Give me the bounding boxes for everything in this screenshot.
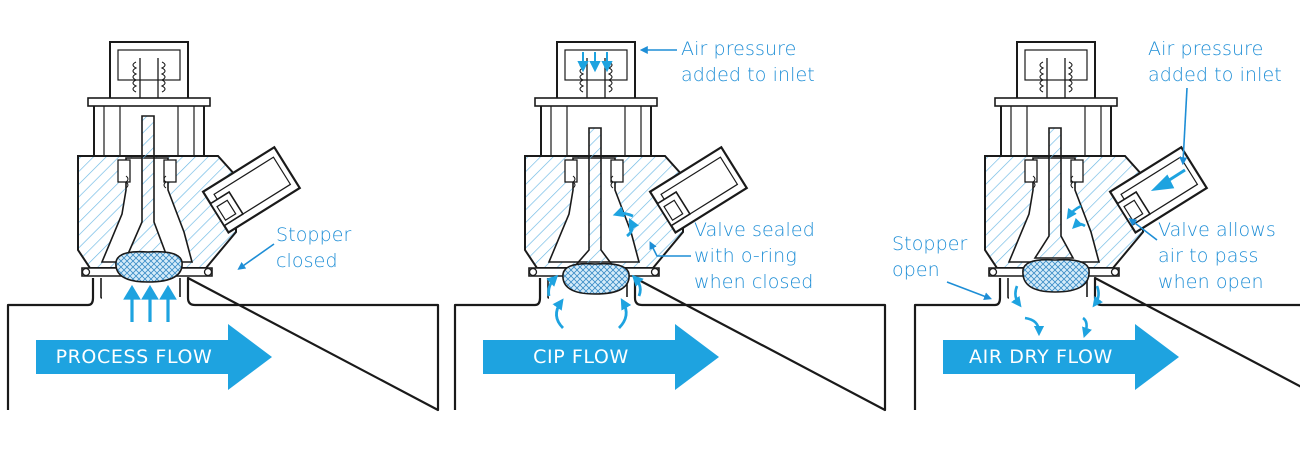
stopper-closed-label: Stopper closed [276, 222, 351, 274]
panel-process [6, 40, 440, 412]
label-line: Air pressure [1148, 38, 1264, 60]
airdry-air-pressure-label: Air pressure added to inlet [1148, 36, 1282, 88]
cip-flow-label: CIP FLOW [533, 346, 629, 368]
label-line: open [892, 259, 940, 281]
label-line: Valve allows [1158, 219, 1276, 241]
label-line: added to inlet [681, 64, 815, 86]
label-line: with o-ring [694, 245, 797, 267]
panel-cip [453, 40, 887, 412]
valve-sealed-label: Valve sealed with o-ring when closed [694, 217, 815, 295]
label-line: closed [276, 250, 338, 272]
process-flow-label: PROCESS FLOW [55, 346, 213, 368]
label-line: Valve sealed [694, 219, 815, 241]
label-line: Stopper [276, 224, 352, 246]
label-line: Air pressure [681, 38, 797, 60]
label-line: air to pass [1158, 245, 1259, 267]
label-line: Stopper [892, 233, 968, 255]
label-line: added to inlet [1148, 64, 1282, 86]
air-dry-flow-label: AIR DRY FLOW [969, 346, 1113, 368]
stopper-open-label: Stopper open [892, 231, 967, 283]
panel-airdry [913, 40, 1300, 412]
label-line: when open [1158, 271, 1264, 293]
label-line: when closed [694, 271, 814, 293]
valve-allows-label: Valve allows air to pass when open [1158, 217, 1276, 295]
cip-air-pressure-label: Air pressure added to inlet [681, 36, 815, 88]
